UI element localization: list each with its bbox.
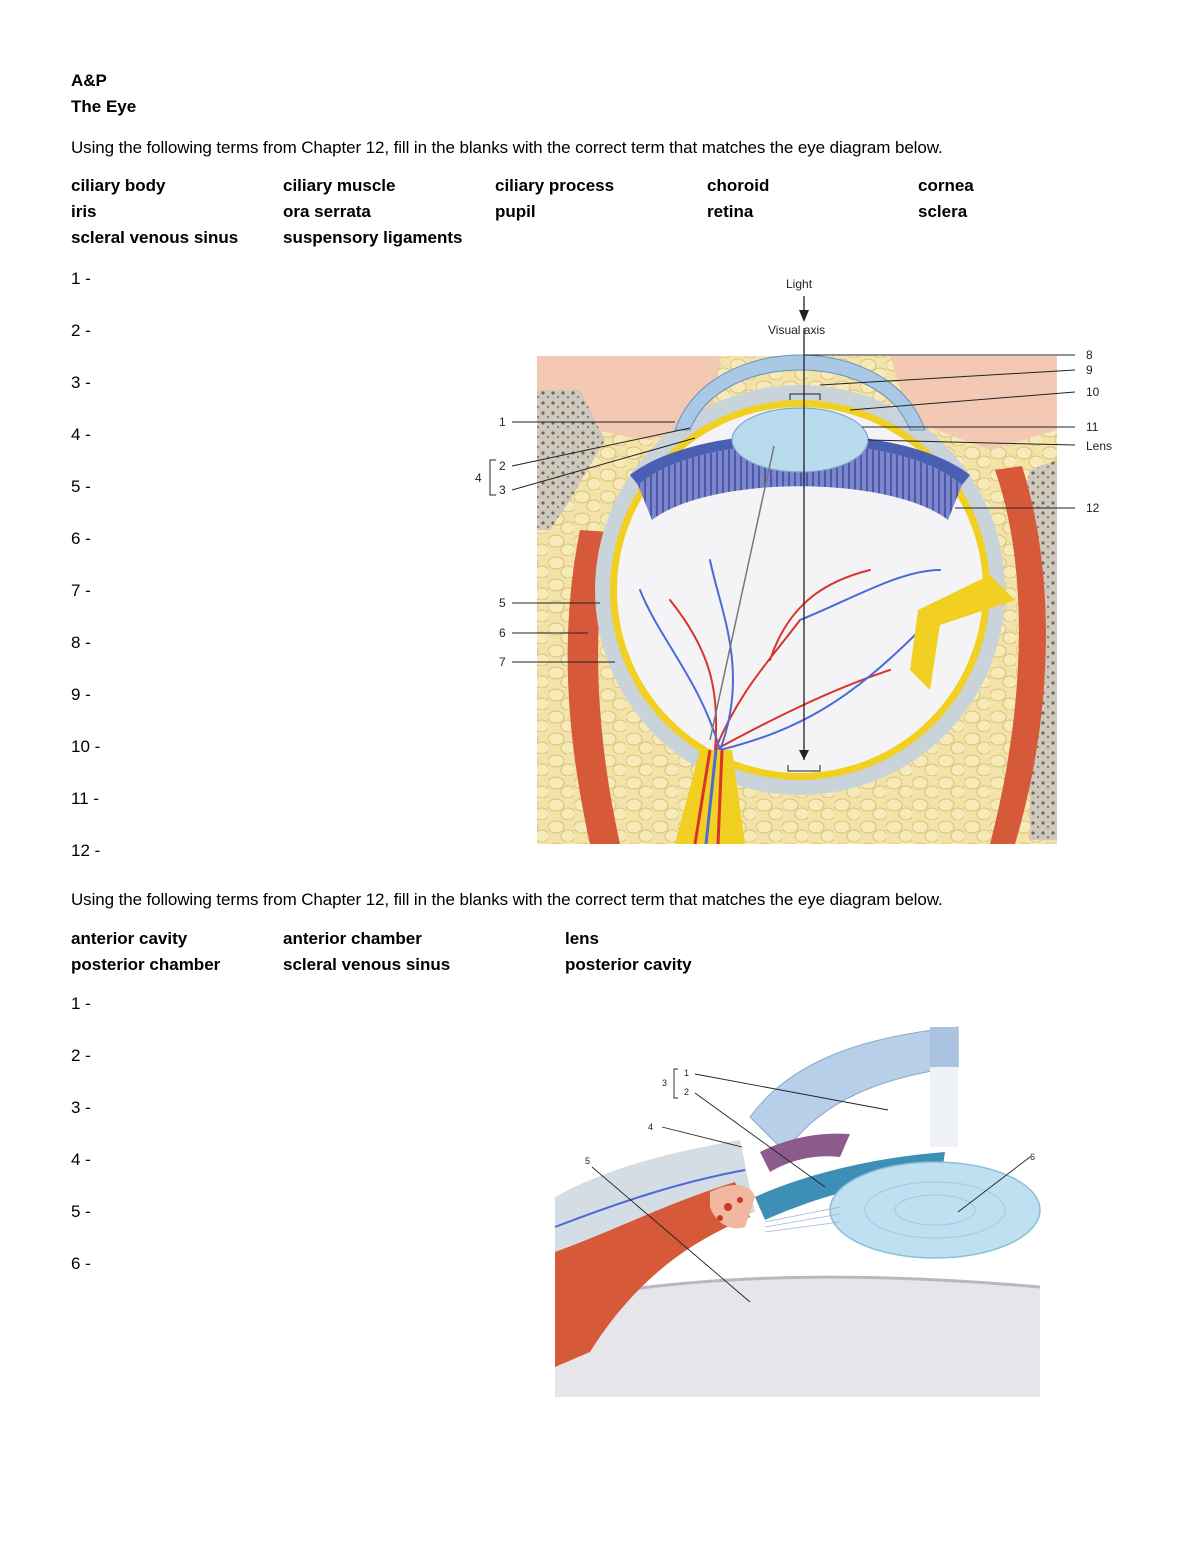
callout-9: 9 xyxy=(1086,363,1093,377)
lens-shape xyxy=(731,407,869,473)
term: posterior cavity xyxy=(565,955,692,974)
callout-3: 3 xyxy=(499,483,506,497)
term: scleral venous sinus xyxy=(283,955,451,974)
term-row: ciliary body ciliary muscle ciliary proc… xyxy=(71,176,1131,202)
lens-shape-2 xyxy=(829,1161,1041,1259)
callout-7: 7 xyxy=(499,655,506,669)
callout-2: 2 xyxy=(684,1087,689,1097)
callout-1: 1 xyxy=(499,415,506,429)
term: retina xyxy=(707,202,754,221)
ciliary-iris-band xyxy=(638,443,962,520)
callout-2: 2 xyxy=(499,459,506,473)
callout-1: 1 xyxy=(684,1068,689,1078)
lens-label: Lens xyxy=(1086,439,1112,453)
callout-12: 12 xyxy=(1086,501,1100,515)
answer-blank[interactable]: 10 - xyxy=(71,737,101,756)
extraocular-muscle-right xyxy=(990,466,1046,844)
answer-blank[interactable]: 12 - xyxy=(71,841,101,860)
term: iris xyxy=(71,202,97,221)
callout-4: 4 xyxy=(475,471,482,485)
term: ora serrata xyxy=(283,202,371,221)
term: ciliary process xyxy=(495,176,615,195)
term: scleral venous sinus xyxy=(71,228,239,247)
retina-shape xyxy=(617,407,983,773)
posterior-cavity-shape xyxy=(555,1277,1040,1397)
answer-blank[interactable]: 11 - xyxy=(71,789,100,808)
section2-term-bank: anterior cavity anterior chamber lens po… xyxy=(71,929,871,981)
visual-axis-label: Visual axis xyxy=(768,323,825,337)
term: ciliary muscle xyxy=(283,176,396,195)
callout-8: 8 xyxy=(1086,348,1093,362)
ciliary-muscle-shape xyxy=(555,1182,750,1367)
callout-10: 10 xyxy=(1086,385,1100,399)
term: anterior cavity xyxy=(71,929,188,948)
term-row: posterior chamber scleral venous sinus p… xyxy=(71,955,871,981)
callout-3: 3 xyxy=(662,1078,667,1088)
term-row: scleral venous sinus suspensory ligament… xyxy=(71,228,1131,254)
section1-term-bank: ciliary body ciliary muscle ciliary proc… xyxy=(71,176,1131,254)
callout-5: 5 xyxy=(499,596,506,610)
section2-instruction: Using the following terms from Chapter 1… xyxy=(71,890,943,909)
term: cornea xyxy=(918,176,974,195)
callout-5: 5 xyxy=(585,1156,590,1166)
eye-diagram-2: 3 1 2 4 5 6 xyxy=(550,1022,1045,1397)
section1-instruction: Using the following terms from Chapter 1… xyxy=(71,138,943,157)
term: pupil xyxy=(495,202,536,221)
term: sclera xyxy=(918,202,968,221)
orbital-bone-left xyxy=(537,390,605,530)
term: anterior chamber xyxy=(283,929,422,948)
answer-blank[interactable]: 5 - xyxy=(71,1202,91,1221)
answer-blank[interactable]: 1 - xyxy=(71,269,91,288)
callout-4: 4 xyxy=(648,1122,653,1132)
answer-blank[interactable]: 2 - xyxy=(71,1046,91,1065)
iris-shape xyxy=(760,1133,850,1172)
eye-diagram-1: Light Visual axis Lens 1 2 3 4 5 6 7 8 9… xyxy=(470,270,1130,850)
retinal-vessels xyxy=(639,559,941,751)
extraocular-muscle-left xyxy=(567,530,620,844)
callout-6: 6 xyxy=(499,626,506,640)
answer-blank[interactable]: 1 - xyxy=(71,994,91,1013)
cornea-shape xyxy=(674,354,926,431)
answer-blank[interactable]: 5 - xyxy=(71,477,91,496)
term-row: iris ora serrata pupil retina sclera xyxy=(71,202,1131,228)
term: choroid xyxy=(707,176,770,195)
answer-blank[interactable]: 6 - xyxy=(71,1254,91,1273)
term: lens xyxy=(565,929,600,948)
answer-blank[interactable]: 9 - xyxy=(71,685,91,704)
term: suspensory ligaments xyxy=(283,228,463,247)
callout-6: 6 xyxy=(1030,1152,1035,1162)
answer-blank[interactable]: 2 - xyxy=(71,321,91,340)
term: ciliary body xyxy=(71,176,166,195)
answer-blank[interactable]: 8 - xyxy=(71,633,91,652)
callout-11: 11 xyxy=(1086,420,1099,434)
term-row: anterior cavity anterior chamber lens xyxy=(71,929,871,955)
answer-blank[interactable]: 4 - xyxy=(71,425,91,444)
light-label: Light xyxy=(786,277,813,291)
course-title: A&P xyxy=(71,71,107,90)
answer-blank[interactable]: 3 - xyxy=(71,373,91,392)
answer-blank[interactable]: 4 - xyxy=(71,1150,91,1169)
page-title: The Eye xyxy=(71,97,137,116)
term: posterior chamber xyxy=(71,955,221,974)
answer-blank[interactable]: 3 - xyxy=(71,1098,91,1117)
answer-blank[interactable]: 6 - xyxy=(71,529,91,548)
answer-blank[interactable]: 7 - xyxy=(71,581,91,600)
